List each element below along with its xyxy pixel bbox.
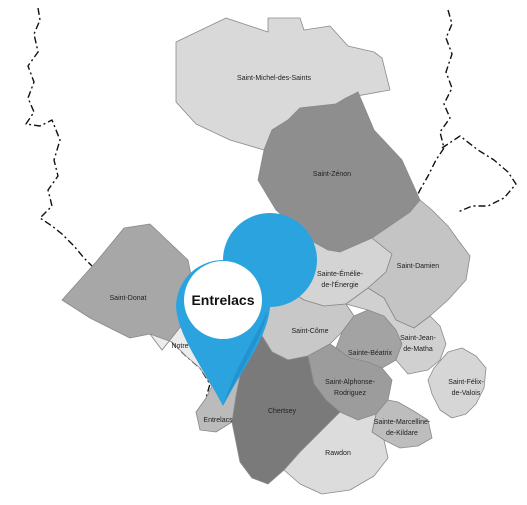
label-rawdon: Rawdon bbox=[325, 450, 351, 457]
region-rawdon[interactable] bbox=[283, 411, 389, 495]
pin-inner-circle bbox=[184, 261, 262, 339]
region-saint-jean[interactable] bbox=[345, 287, 447, 375]
label-saint-donat: Saint-Donat bbox=[110, 295, 147, 302]
label-saint-emile-2: de-l'Énergie bbox=[321, 280, 358, 289]
label-saint-damien: Saint-Damien bbox=[397, 263, 440, 270]
label-saint-come: Saint-Côme bbox=[292, 328, 329, 335]
label-saint-alphonse-1: Saint-Alphonse- bbox=[325, 379, 375, 386]
label-sainte-marcelline-2: de-Kildare bbox=[386, 430, 418, 437]
label-saint-jean-2: de-Matha bbox=[403, 346, 433, 353]
label-saint-emile-1: Sainte-Émélie- bbox=[317, 269, 364, 278]
region-saint-felix[interactable] bbox=[427, 347, 487, 419]
region-saint-damien[interactable] bbox=[367, 199, 471, 329]
label-notre-dame: Notre bbox=[171, 343, 188, 350]
label-saint-michel: Saint-Michel-des-Saints bbox=[237, 75, 311, 82]
map-labels: Saint-Michel-des-Saints Saint-Zénon Sain… bbox=[110, 75, 485, 457]
boundary-north-east bbox=[411, 9, 453, 207]
pin-label: Entrelacs bbox=[191, 292, 254, 308]
label-saint-alphonse-2: Rodriguez bbox=[334, 390, 366, 397]
label-saint-jean-1: Saint-Jean- bbox=[400, 335, 436, 342]
pin-shade bbox=[223, 310, 268, 406]
map-pin-icon[interactable]: Entrelacs bbox=[176, 213, 317, 406]
label-saint-felix-1: Saint-Félix- bbox=[448, 379, 484, 386]
region-saint-michel[interactable] bbox=[175, 17, 391, 151]
label-saint-felix-2: de-Valois bbox=[452, 390, 481, 397]
label-chertsey: Chertsey bbox=[268, 408, 297, 415]
boundary-east bbox=[441, 135, 517, 213]
label-entrelacs: Entrelacs bbox=[203, 417, 233, 424]
boundary-north-west bbox=[25, 7, 93, 267]
label-saint-zenon: Saint-Zénon bbox=[313, 171, 351, 178]
region-saint-donat[interactable] bbox=[61, 223, 197, 351]
label-sainte-beatrix: Sainte-Béatrix bbox=[348, 350, 392, 357]
label-sainte-marcelline-1: Sainte-Marcelline- bbox=[374, 419, 431, 426]
